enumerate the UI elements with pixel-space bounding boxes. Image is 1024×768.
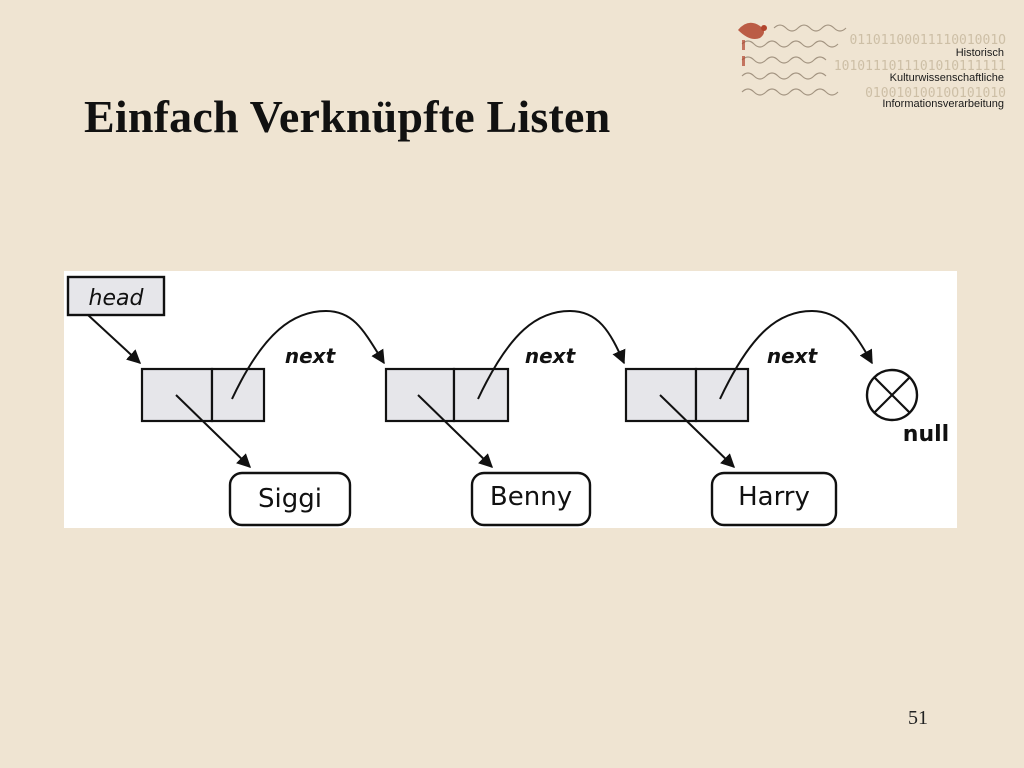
logo-line-kulturwissenschaftliche: Kulturwissenschaftliche [889,72,1004,84]
value-label-1: Siggi [258,484,322,514]
next-label-1: next [285,344,337,368]
logo-line-informationsverarbeitung: Informationsverarbeitung [882,98,1004,110]
head-arrow [87,314,142,364]
value-label-2: Benny [490,482,572,512]
value-box-3: Harry [710,471,838,527]
null-symbol-icon [865,368,919,422]
data-arrow-3 [659,394,736,468]
next-arrow-1 [231,309,385,400]
list-node-3 [624,367,750,423]
node-2-data-cell [384,367,456,423]
list-node-2 [384,367,510,423]
null-label: null [903,422,949,447]
linked-list-diagram: head next n [64,271,957,528]
value-box-2: Benny [470,471,592,527]
head-pointer-box: head [66,275,166,317]
page-number: 51 [908,707,928,729]
institute-logo: 0110110001111001001O 1010111011101010111… [734,14,1010,114]
next-label-2: next [525,344,577,368]
logo-binary-line-3: 01001010010O101010 [865,86,1006,101]
data-arrow-2 [417,394,494,468]
manuscript-decoration [738,22,847,96]
value-label-3: Harry [738,482,810,512]
list-node-1 [140,367,266,423]
next-arrow-3 [719,309,873,400]
value-box-1: Siggi [228,471,352,527]
node-1-next-cell [210,367,266,423]
next-label-3: next [767,344,819,368]
data-arrow-1 [175,394,252,468]
head-label: head [89,286,145,311]
logo-line-historisch: Historisch [955,47,1004,59]
logo-binary-line-2: 1010111011101010111111 [833,59,1006,74]
slide-title: Einfach Verknüpfte Listen [84,91,611,142]
next-arrow-2 [477,309,626,400]
linked-list-svg: head next n [66,275,949,527]
logo-binary-line-1: 0110110001111001001O [849,33,1006,48]
